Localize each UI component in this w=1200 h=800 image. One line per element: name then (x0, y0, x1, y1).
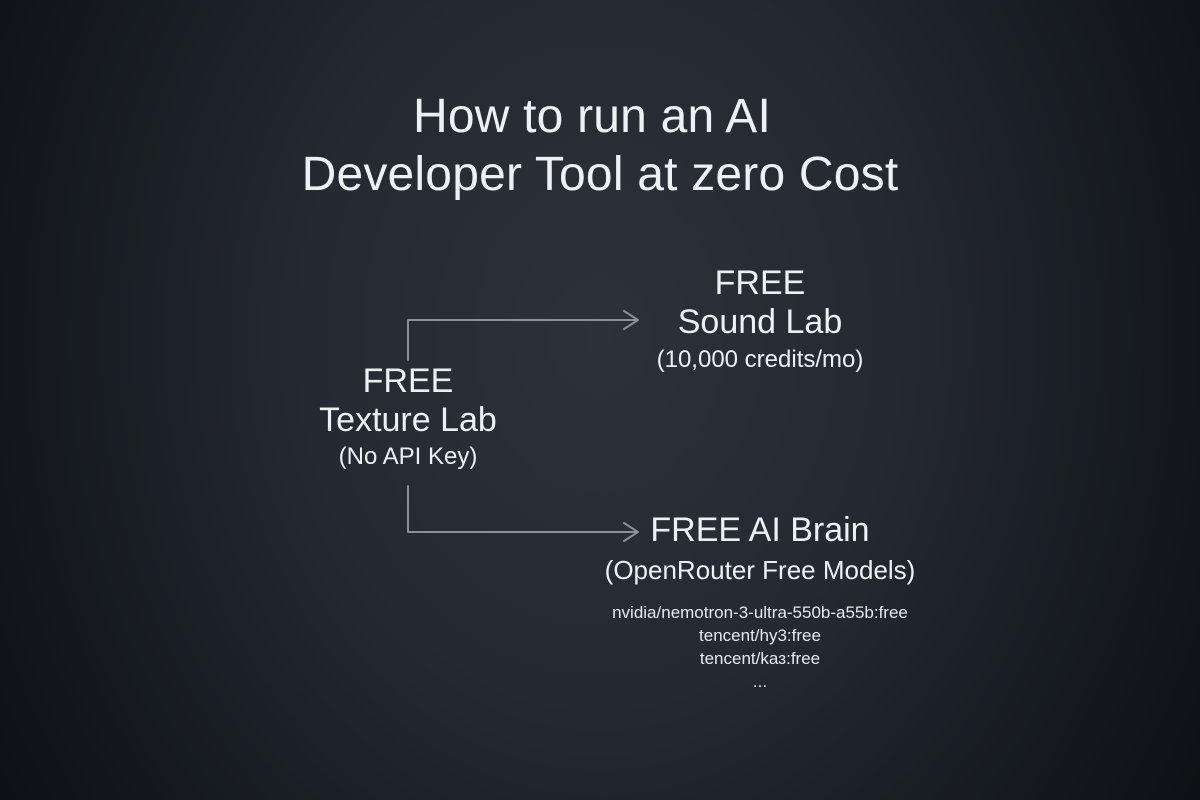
texture-lab-note: (No API Key) (338, 443, 478, 470)
connector-texture-to-brain (407, 485, 637, 533)
texture-lab-name: Texture Lab (319, 401, 497, 439)
title-line-2: Developer Tool at zero Cost (301, 148, 899, 201)
model-list-item: nvidia/nemotron-3-ultra-550b-a55b:free (612, 603, 908, 622)
model-list-item: tencent/kaɜ:free (699, 649, 821, 668)
sound-lab-name: Sound Lab (677, 303, 843, 341)
ai-brain-name: FREE AI Brain (650, 511, 870, 549)
node-sound-lab: FREE Sound Lab (10,000 credits/mo) (610, 264, 910, 378)
model-list-ellipsis: ... (752, 672, 768, 691)
ai-brain-note: (OpenRouter Free Models) (604, 555, 916, 585)
arrowhead-sound (623, 310, 639, 330)
sound-lab-tier: FREE (714, 264, 806, 302)
model-list-item: tencent/hy3:free (699, 626, 821, 645)
title-line-1: How to run an AI (412, 90, 772, 143)
sound-lab-note: (10,000 credits/mo) (656, 346, 864, 373)
connector-texture-to-sound (407, 319, 637, 361)
node-ai-brain: FREE AI Brain (OpenRouter Free Models) (560, 510, 960, 590)
node-texture-lab: FREE Texture Lab (No API Key) (258, 362, 558, 474)
model-list: nvidia/nemotron-3-ultra-550b-a55b:free t… (560, 601, 960, 693)
arrowhead-brain (623, 522, 639, 542)
texture-lab-tier: FREE (362, 362, 454, 400)
diagram-title: How to run an AI Developer Tool at zero … (0, 88, 1200, 204)
